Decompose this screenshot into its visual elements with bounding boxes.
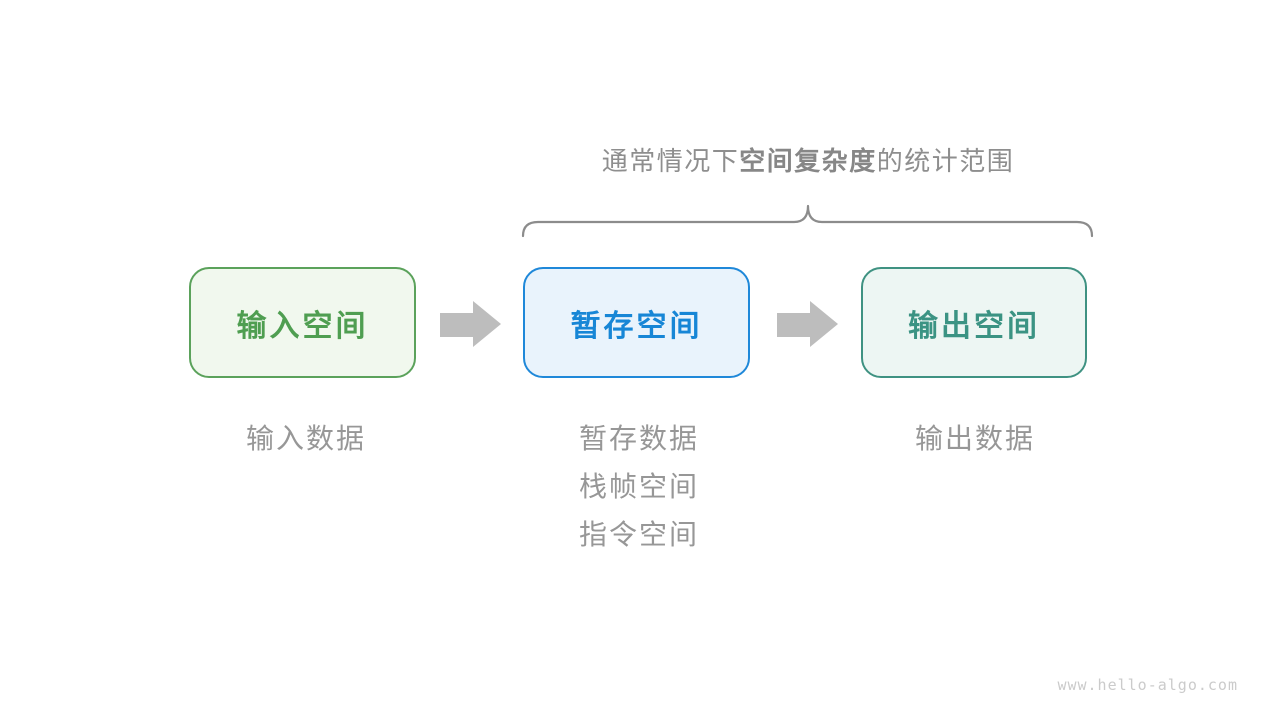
- title-text-suffix: 的统计范围: [876, 146, 1015, 176]
- box-output-space-label: 输出空间: [908, 309, 1040, 343]
- box-buffer-space: 暂存空间: [523, 267, 750, 378]
- curly-brace-icon: [521, 204, 1094, 238]
- title-text-prefix: 通常情况下: [601, 146, 740, 176]
- diagram-title: 通常情况下空间复杂度的统计范围: [602, 146, 1015, 176]
- box-buffer-space-label: 暂存空间: [570, 309, 703, 343]
- watermark: www.hello-algo.com: [1057, 676, 1238, 694]
- box-input-space: 输入空间: [189, 267, 416, 378]
- box-output-space: 输出空间: [861, 267, 1087, 378]
- caption-input-data: 输入数据: [245, 423, 367, 454]
- title-text-bold: 空间复杂度: [739, 146, 877, 176]
- box-input-space-label: 输入空间: [236, 309, 369, 343]
- caption-output-data: 输出数据: [914, 423, 1036, 454]
- arrow-right-icon: [777, 301, 838, 347]
- caption-buffer-data: 暂存数据: [578, 423, 700, 454]
- caption-instruction-space: 指令空间: [578, 519, 700, 550]
- caption-stack-frame-space: 栈帧空间: [578, 471, 700, 502]
- arrow-right-icon: [440, 301, 501, 347]
